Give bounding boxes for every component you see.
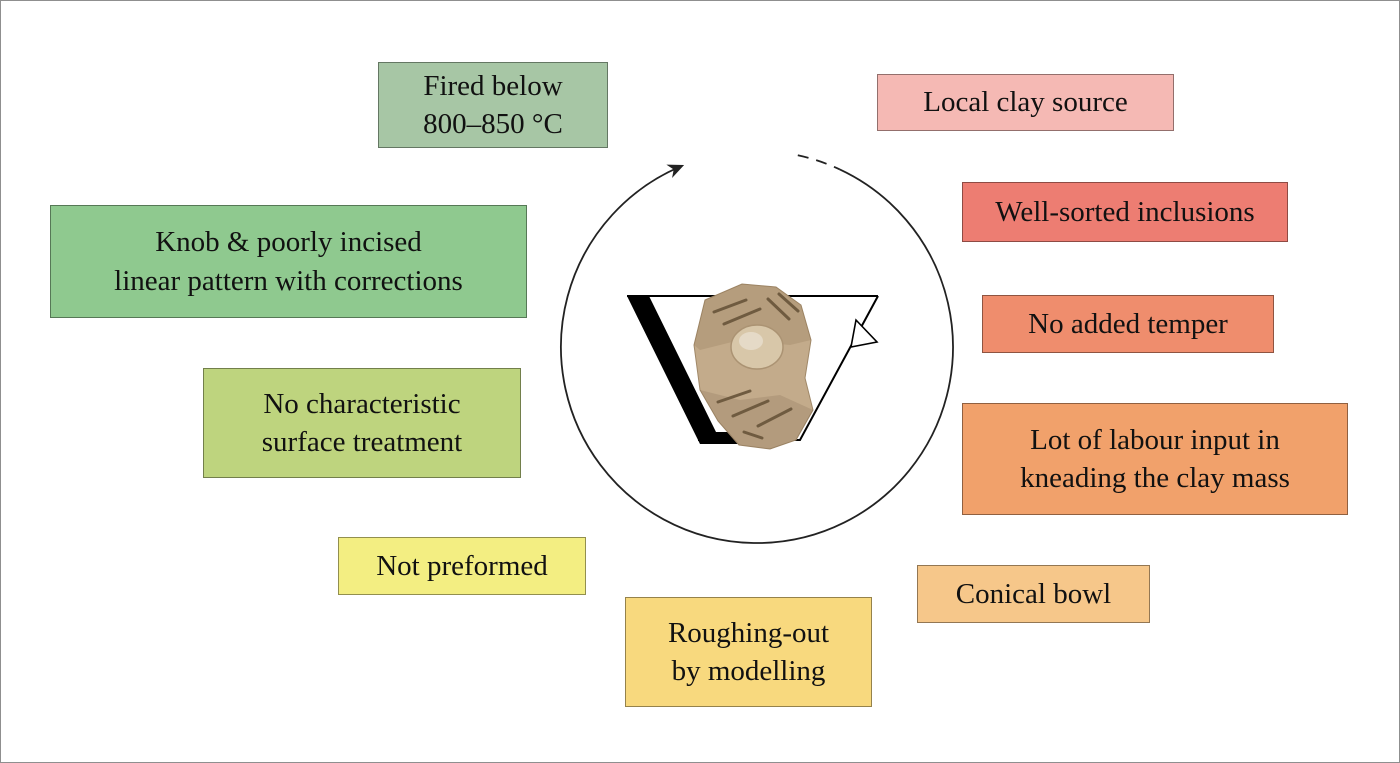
pottery-sherd-image bbox=[693, 283, 814, 450]
label-not-preformed: Not preformed bbox=[338, 537, 586, 595]
label-no-surface-treatment: No characteristic surface treatment bbox=[203, 368, 521, 478]
label-well-sorted-inclusions: Well-sorted inclusions bbox=[962, 182, 1288, 242]
label-knob-incised-pattern: Knob & poorly incised linear pattern wit… bbox=[50, 205, 527, 318]
label-labour-kneading-clay: Lot of labour input in kneading the clay… bbox=[962, 403, 1348, 515]
label-conical-bowl: Conical bowl bbox=[917, 565, 1150, 623]
label-roughing-out-modelling: Roughing-out by modelling bbox=[625, 597, 872, 707]
label-fired-below-temp: Fired below 800–850 °C bbox=[378, 62, 608, 148]
label-local-clay-source: Local clay source bbox=[877, 74, 1174, 131]
label-no-added-temper: No added temper bbox=[982, 295, 1274, 353]
process-cycle-arrow bbox=[560, 154, 954, 544]
